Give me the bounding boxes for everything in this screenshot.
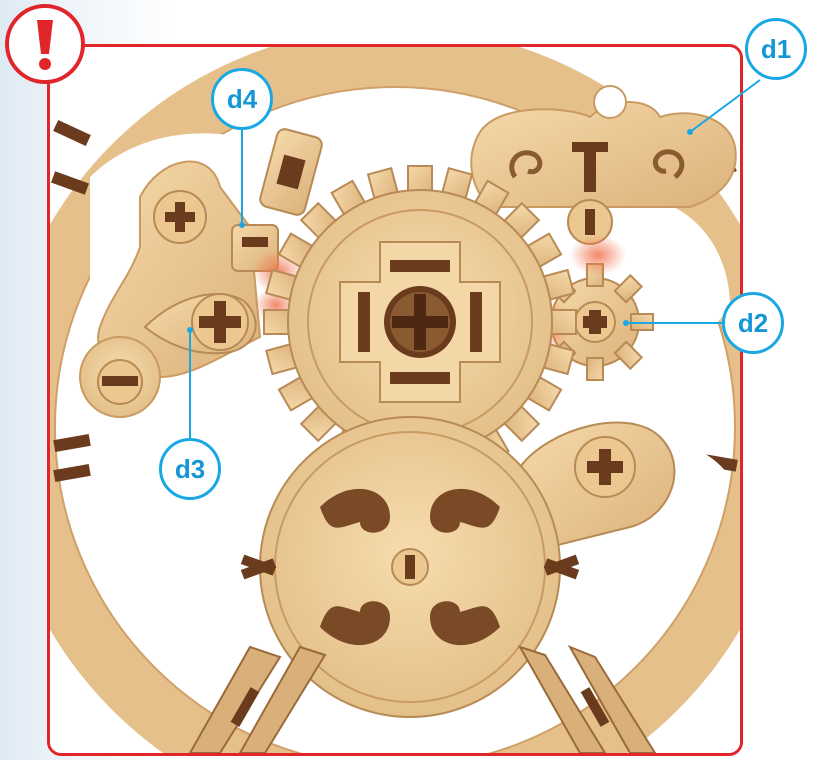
callout-d3: d3 — [159, 438, 221, 500]
wooden-gear-assembly-illustration — [50, 47, 740, 753]
decorative-plate-d1 — [471, 102, 735, 207]
warning-badge — [5, 4, 85, 84]
callout-d1: d1 — [745, 18, 807, 80]
callout-d2: d2 — [722, 292, 784, 354]
illustration-frame — [47, 44, 743, 756]
exclamation-icon — [9, 8, 81, 80]
contact-highlight-top-right — [570, 235, 626, 275]
callout-d4: d4 — [211, 68, 273, 130]
